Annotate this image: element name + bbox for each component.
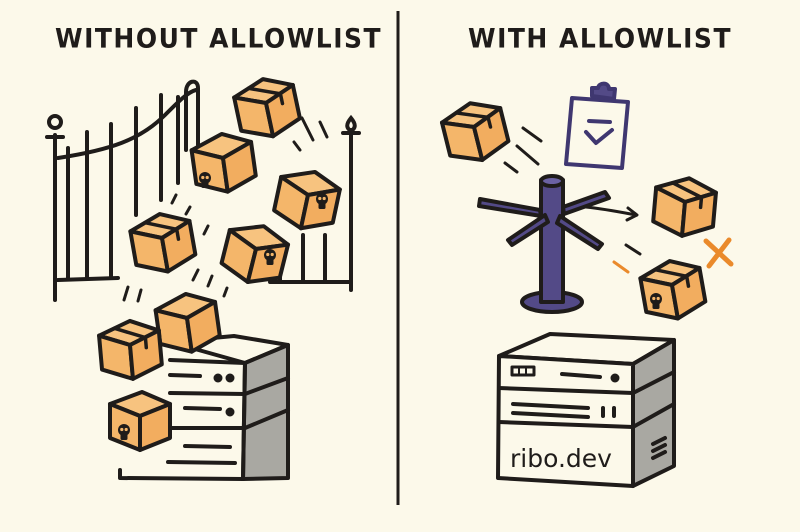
package-icon (232, 73, 303, 142)
panel-title-without-allowlist: WITHOUT ALLOWLIST (55, 23, 383, 54)
server-label: ribo.dev (510, 444, 612, 473)
package-icon (108, 390, 172, 452)
motion-lines (122, 116, 329, 303)
package-icon (269, 163, 345, 237)
package-icon (216, 216, 293, 292)
clipboard-check-icon (564, 81, 630, 170)
package-icon (98, 318, 163, 381)
package-icon (652, 175, 717, 238)
server-icon (496, 332, 676, 488)
x-icon (703, 237, 734, 269)
panel-title-with-allowlist: WITH ALLOWLIST (468, 23, 732, 54)
package-icon (439, 96, 511, 167)
arrow-right-icon (584, 205, 639, 222)
turnstile-icon (477, 174, 611, 314)
package-icon (638, 256, 707, 324)
server-icon (118, 334, 290, 481)
reject-motion-line (612, 260, 630, 274)
gate-icon (45, 79, 361, 302)
package-icon (187, 128, 260, 198)
motion-lines (503, 126, 642, 256)
package-icon (128, 209, 197, 277)
